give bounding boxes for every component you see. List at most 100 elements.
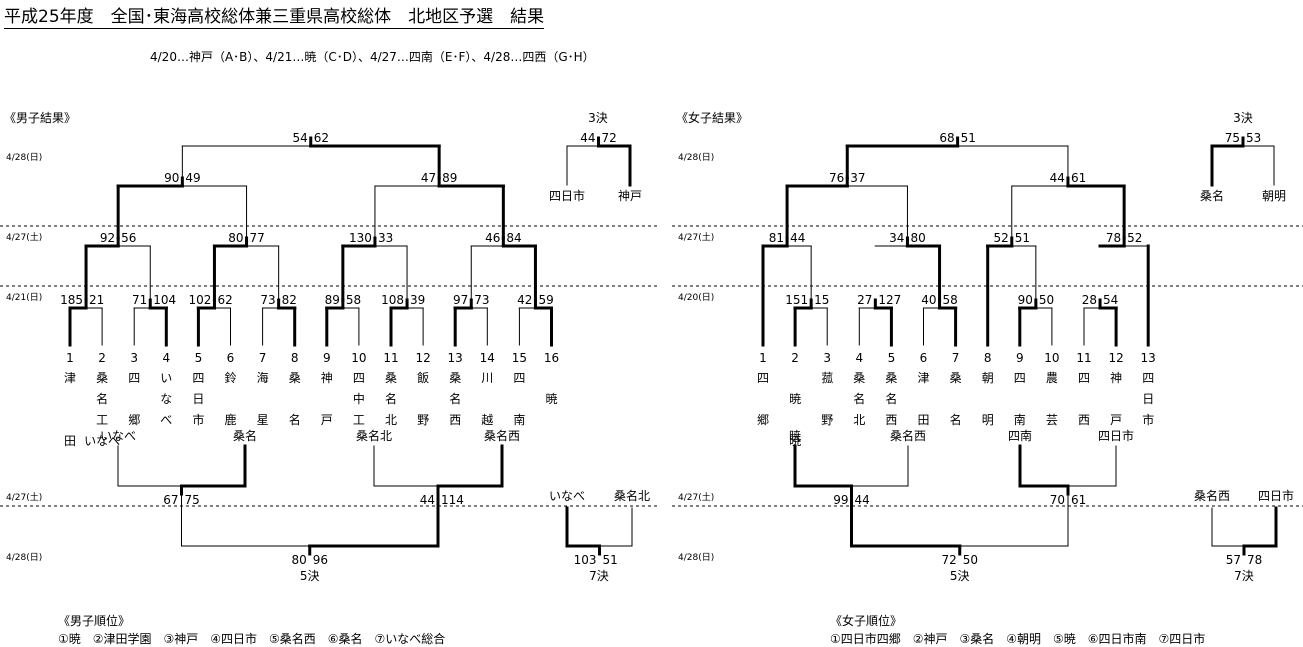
boys-fifth-match-score-left: 80	[291, 553, 306, 567]
girls-team-name: 郷	[757, 413, 769, 427]
boys-team-name: 神	[321, 371, 333, 385]
boys-third-match-score-left: 44	[580, 131, 595, 145]
girls-team-name: 四	[1014, 371, 1026, 385]
girls-ranking: ①四日市四郷 ②神戸 ③桑名 ④朝明 ⑤暁 ⑥四日市南 ⑦四日市	[830, 632, 1206, 646]
girls-team-number: 2	[791, 351, 799, 365]
boys-team-number: 8	[291, 351, 299, 365]
boys-loser-label: 桑名北	[356, 428, 392, 443]
girls-cons-match-score-right: 61	[1071, 493, 1086, 507]
boys-team-name: 四	[192, 371, 204, 385]
girls-team-number: 9	[1016, 351, 1024, 365]
girls-qf-match-score-left: 52	[993, 231, 1008, 245]
boys-date: 4/28(日)	[6, 552, 42, 563]
boys-seventh-match-score-right: 51	[603, 553, 618, 567]
boys-team-name: 野	[417, 413, 429, 427]
girls-team-name: 四	[1078, 371, 1090, 385]
boys-team-number: 10	[351, 351, 366, 365]
girls-team-name: 名	[950, 412, 962, 427]
girls-team-name: 名	[885, 391, 897, 406]
girls-ranking-title: 《女子順位》	[830, 614, 903, 628]
girls-final-match-score-left: 68	[939, 131, 954, 145]
boys-r1-match-score-right: 21	[89, 293, 104, 307]
girls-qf-match-score-right: 80	[910, 231, 925, 245]
boys-team-number: 5	[195, 351, 203, 365]
girls-fifth-label: 5決	[950, 569, 970, 583]
boys-team-name: 工	[96, 413, 108, 427]
girls-team-number: 12	[1108, 351, 1123, 365]
boys-team-name: 名	[385, 391, 397, 406]
boys-r1-match-score-left: 102	[189, 293, 212, 307]
girls-loser-label: 四南	[1008, 428, 1032, 443]
boys-team-number: 3	[130, 351, 138, 365]
boys-r1-match-score-left: 108	[381, 293, 404, 307]
girls-qf-match-score-right: 51	[1015, 231, 1030, 245]
boys-loser-label: 桑名西	[484, 428, 520, 443]
boys-final-match-score-left: 54	[292, 131, 307, 145]
girls-team-name: 芸	[1046, 413, 1058, 427]
girls-team-number: 6	[920, 351, 928, 365]
boys-team-name: 海	[257, 370, 269, 385]
boys-r1-match-score-right: 73	[474, 293, 489, 307]
girls-team-name: 四	[1142, 371, 1154, 385]
boys-team-name: 星	[257, 413, 269, 427]
boys-qf-match-score-right: 56	[121, 231, 136, 245]
girls-fifth-match-score-right: 50	[963, 553, 978, 567]
girls-team-name: 暁	[789, 392, 801, 406]
girls-date: 4/27(土)	[678, 491, 714, 503]
boys-r1-match-score-right: 62	[217, 293, 232, 307]
girls-team-number: 4	[855, 351, 863, 365]
boys-team-name: 日	[192, 392, 204, 406]
boys-team-number: 14	[480, 351, 495, 365]
girls-team-name: 戸	[1110, 413, 1122, 427]
girls-cons-match-score-left: 70	[1050, 493, 1065, 507]
girls-team-number: 11	[1076, 351, 1091, 365]
girls-team-number: 10	[1044, 351, 1059, 365]
boys-team-name: べ	[160, 413, 172, 427]
girls-team-name: 明	[982, 413, 994, 427]
boys-r1-match-score-left: 73	[260, 293, 275, 307]
boys-r1-match-score-left: 89	[325, 293, 340, 307]
girls-sf-match-score-left: 44	[1050, 171, 1065, 185]
boys-team-name: 南	[513, 412, 525, 427]
girls-team-name: 野	[821, 413, 833, 427]
girls-qf-match-score-right: 52	[1127, 231, 1142, 245]
girls-r1-match-score-left: 40	[921, 293, 936, 307]
schedule-line: 4/20…神戸（A･B）、4/21…暁（C･D）、4/27…四南（E･F）、4/…	[150, 50, 595, 64]
girls-team-name: 四	[757, 371, 769, 385]
girls-team-name: 桑	[853, 371, 865, 385]
girls-r1-match-score-left: 90	[1018, 293, 1033, 307]
girls-r1-match-score-right: 58	[943, 293, 958, 307]
boys-team-name: 市	[192, 412, 204, 427]
girls-third-match-score-right: 53	[1246, 131, 1261, 145]
boys-ranking-title: 《男子順位》	[58, 614, 131, 628]
boys-qf-match-score-left: 46	[485, 231, 500, 245]
boys-ranking: ①暁 ②津田学園 ③神戸 ④四日市 ⑤桑名西 ⑥桑名 ⑦いなべ総合	[58, 632, 446, 646]
boys-team-number: 4	[162, 351, 170, 365]
girls-team-name: 日	[1142, 392, 1154, 406]
boys-final-match-score-right: 62	[314, 131, 329, 145]
boys-r1-match-score-right: 82	[282, 293, 297, 307]
boys-team-number: 9	[323, 351, 331, 365]
boys-team-name: 北	[385, 413, 397, 427]
boys-date: 4/28(日)	[6, 152, 42, 163]
boys-team-number: 12	[415, 351, 430, 365]
girls-r1-match-score-left: 28	[1082, 293, 1097, 307]
boys-sf-match-score-right: 49	[185, 171, 200, 185]
boys-third-label: 3決	[588, 111, 608, 125]
girls-seventh-match-score-right: 78	[1247, 553, 1262, 567]
page-title: 平成25年度 全国･東海高校総体兼三重県高校総体 北地区予選 結果	[4, 2, 545, 29]
boys-r1-match-score-right: 59	[538, 293, 553, 307]
girls-date: 4/20(日)	[678, 292, 714, 303]
girls-fifth-match-score-left: 72	[941, 553, 956, 567]
boys-team-name: 越	[481, 413, 493, 427]
boys-team-name: 名	[289, 412, 301, 427]
boys-team-name: 桑	[385, 371, 397, 385]
boys-heading: 《男子結果》	[4, 111, 76, 125]
boys-r1-match-score-right: 39	[410, 293, 425, 307]
boys-team-name: い	[160, 371, 172, 385]
girls-loser-label: 桑名西	[890, 428, 926, 443]
boys-team-name: 鹿	[224, 412, 236, 427]
girls-team-name: 桑	[950, 371, 962, 385]
girls-team-number: 8	[984, 351, 992, 365]
